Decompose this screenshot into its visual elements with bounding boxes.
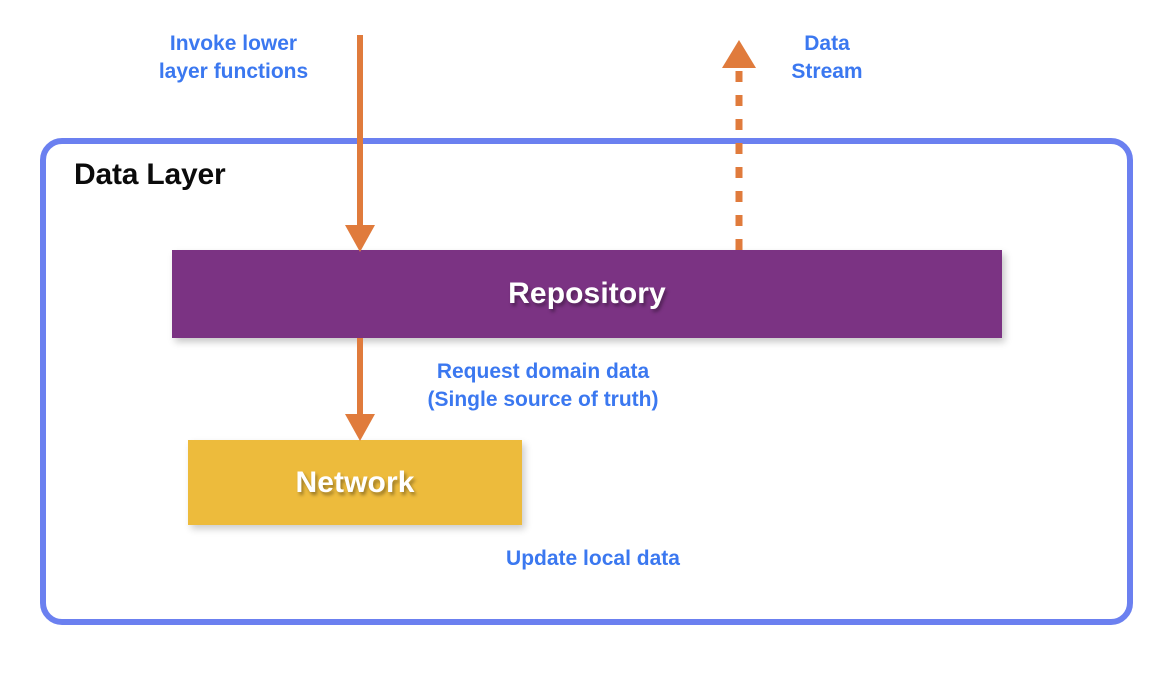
annotation-invoke-lower-layer-functions: Invoke lower layer functions (158, 32, 309, 83)
data-layer-title: Data Layer (74, 158, 226, 191)
data-stream-arrow-head (722, 40, 756, 68)
annotation-update-local-data: Update local data (506, 547, 680, 570)
network-block[interactable]: Network (188, 440, 522, 525)
network-label: Network (295, 465, 415, 499)
repository-label: Repository (508, 277, 666, 310)
repository-block[interactable]: Repository (172, 250, 1002, 338)
annotation-request-domain-data: Request domain data (Single source of tr… (427, 360, 659, 411)
data-layer-container (40, 138, 1133, 625)
annotation-data-stream: Data Stream (791, 32, 863, 83)
